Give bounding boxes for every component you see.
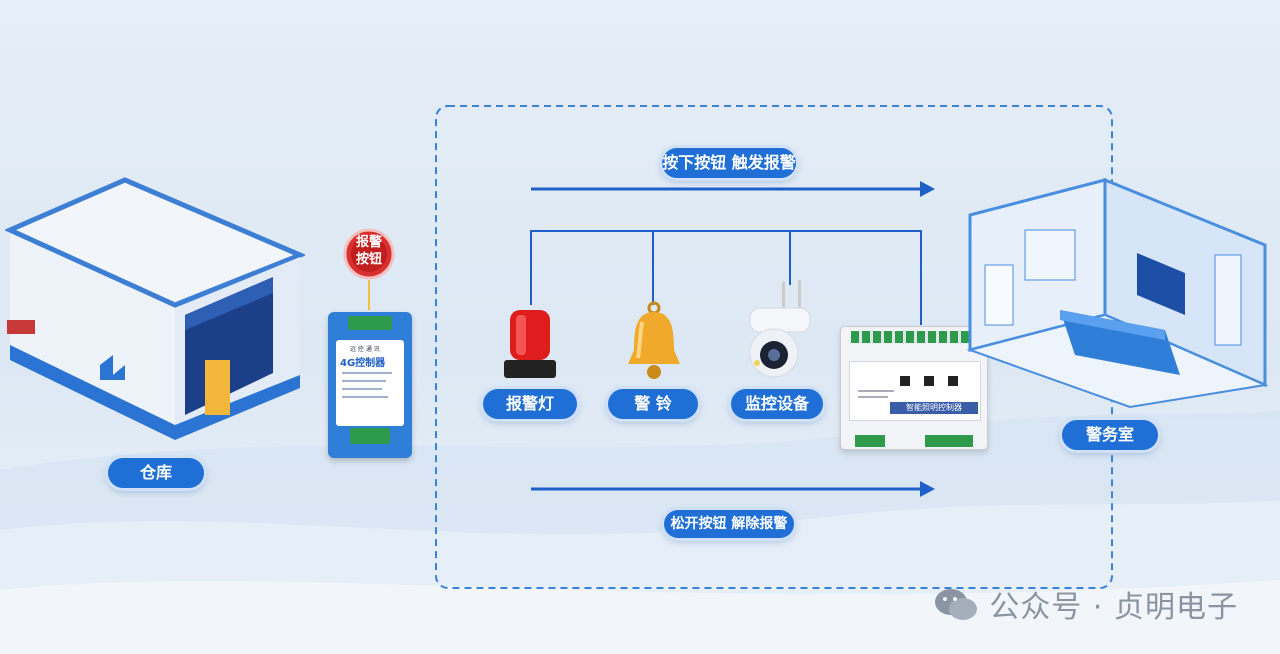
press-arrow (531, 181, 935, 197)
watermark: 公众号 · 贞明电子 (933, 582, 1238, 626)
dashed-frame (435, 105, 1113, 589)
warehouse-illustration (5, 177, 305, 440)
button-wire (368, 280, 370, 310)
smart-controller: 智能照明控制器 (840, 326, 988, 450)
camera-icon (749, 280, 811, 378)
alarm-light-label: 报警灯 (483, 389, 577, 419)
police-room-illustration (966, 177, 1269, 409)
controller-4g-title: 4G控制器 (340, 358, 386, 369)
press-trigger-label: 按下按钮 触发报警 (662, 148, 796, 178)
bell-label: 警 铃 (608, 389, 698, 419)
terminal-row-top (851, 331, 977, 343)
release-arrow (531, 481, 935, 497)
terminal-block-bottom (350, 428, 390, 444)
alarm-button-label: 报警 按钮 (355, 235, 382, 267)
bell-icon (628, 301, 680, 379)
controller-panel: 远 控 通 讯 4G控制器 (336, 340, 404, 426)
smart-controller-title: 智能照明控制器 (890, 402, 978, 414)
watermark-text: 公众号 · 贞明电子 (989, 590, 1238, 625)
alarm-light-icon (504, 310, 556, 378)
alarm-button-icon (343, 228, 395, 280)
controller-4g: 远 控 通 讯 4G控制器 (328, 312, 412, 458)
camera-label: 监控设备 (731, 389, 823, 419)
wiring-bus (530, 230, 922, 325)
smart-controller-panel: 智能照明控制器 (849, 361, 981, 421)
wechat-icon (935, 589, 978, 620)
terminal-block-top (348, 316, 392, 330)
release-label: 松开按钮 解除报警 (664, 510, 794, 538)
police-room-label: 警务室 (1062, 420, 1158, 450)
warehouse-label: 仓库 (108, 458, 204, 488)
